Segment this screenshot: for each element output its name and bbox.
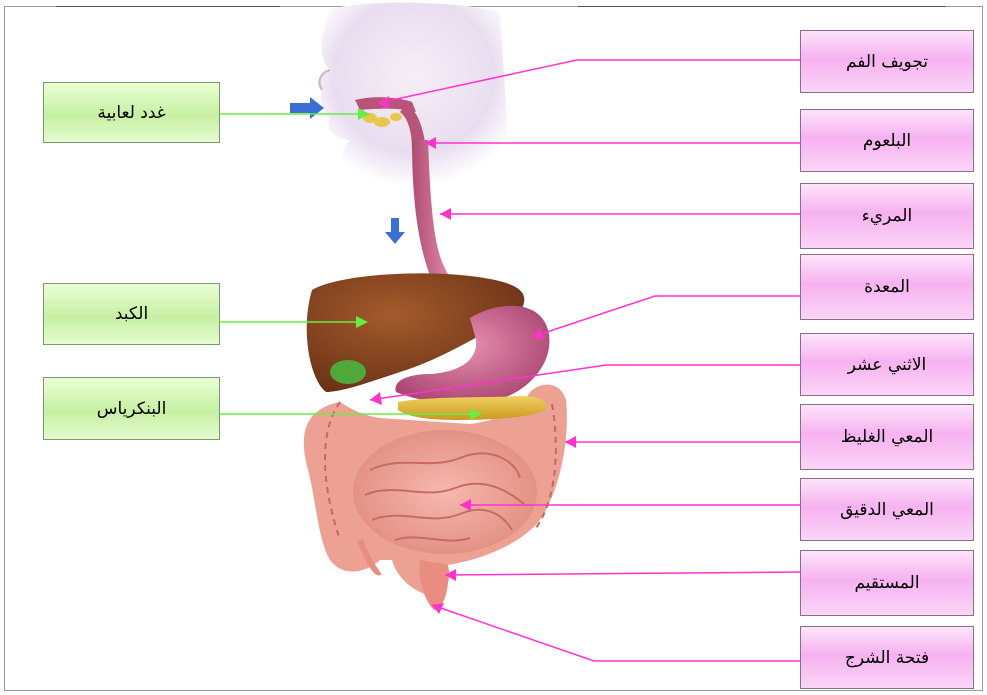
- label-large-intestine: المعي الغليظ: [800, 404, 974, 470]
- label-esophagus: المريء: [800, 183, 974, 249]
- label-small-intestine: المعي الدقيق: [800, 478, 974, 541]
- leader-rectum: [445, 572, 800, 575]
- label-duodenum: الاثني عشر: [800, 333, 974, 396]
- small-intestine-shape: [353, 430, 537, 554]
- flow-arrow-icon: [290, 97, 324, 119]
- flow-arrow-down-icon: [385, 218, 405, 244]
- label-pancreas: البنكرياس: [43, 377, 220, 440]
- label-pharynx: البلعوم: [800, 109, 974, 172]
- gallbladder-shape: [330, 360, 366, 384]
- label-rectum: المستقيم: [800, 550, 974, 616]
- arrowhead-duodenum: [370, 392, 382, 405]
- label-anus: فتحة الشرج: [800, 626, 974, 689]
- label-salivary-glands: غدد لعابية: [43, 82, 220, 143]
- label-stomach: المعدة: [800, 254, 974, 320]
- rectum-shape: [420, 560, 449, 610]
- arrowhead-large-intestine: [565, 436, 576, 448]
- label-liver: الكبد: [43, 283, 220, 345]
- label-oral-cavity: تجويف الفم: [800, 30, 974, 93]
- leader-stomach: [532, 296, 800, 337]
- arrowhead-esophagus: [440, 208, 451, 220]
- leader-anus: [432, 605, 800, 661]
